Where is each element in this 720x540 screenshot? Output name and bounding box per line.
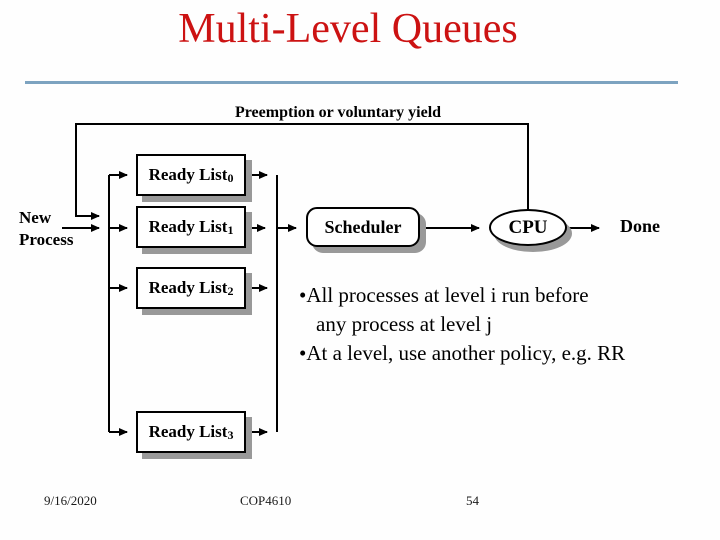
ready-list-1-label: Ready List xyxy=(148,217,228,236)
ready-list-3-label: Ready List xyxy=(148,422,228,441)
title-divider-rule xyxy=(25,81,678,84)
preemption-label: Preemption or voluntary yield xyxy=(234,104,442,121)
footer-course-code: COP4610 xyxy=(240,493,292,508)
new-process-label: New Process xyxy=(19,208,74,249)
cpu-ellipse: CPU xyxy=(489,209,567,246)
ready-list-0-label: Ready List xyxy=(148,165,228,184)
scheduler-label: Scheduler xyxy=(324,216,402,237)
done-label: Done xyxy=(620,216,660,236)
footer-date: 9/16/2020 xyxy=(44,493,97,508)
bullet-list: •All processes at level i run before any… xyxy=(299,281,625,368)
bullet-item-1-line-1: •All processes at level i run before xyxy=(299,283,589,307)
ready-list-2-label: Ready List xyxy=(148,278,228,297)
bullet-item-1-line-2: any process at level j xyxy=(316,312,493,336)
bullet-item-2-line-1: •At a level, use another policy, e.g. RR xyxy=(299,341,626,365)
cpu-label: CPU xyxy=(508,216,548,238)
scheduler-box: Scheduler xyxy=(306,207,420,247)
slide-title: Multi-Level Queues xyxy=(178,6,518,52)
footer-page-number: 54 xyxy=(466,493,479,508)
preemption-feedback-line xyxy=(75,123,529,220)
